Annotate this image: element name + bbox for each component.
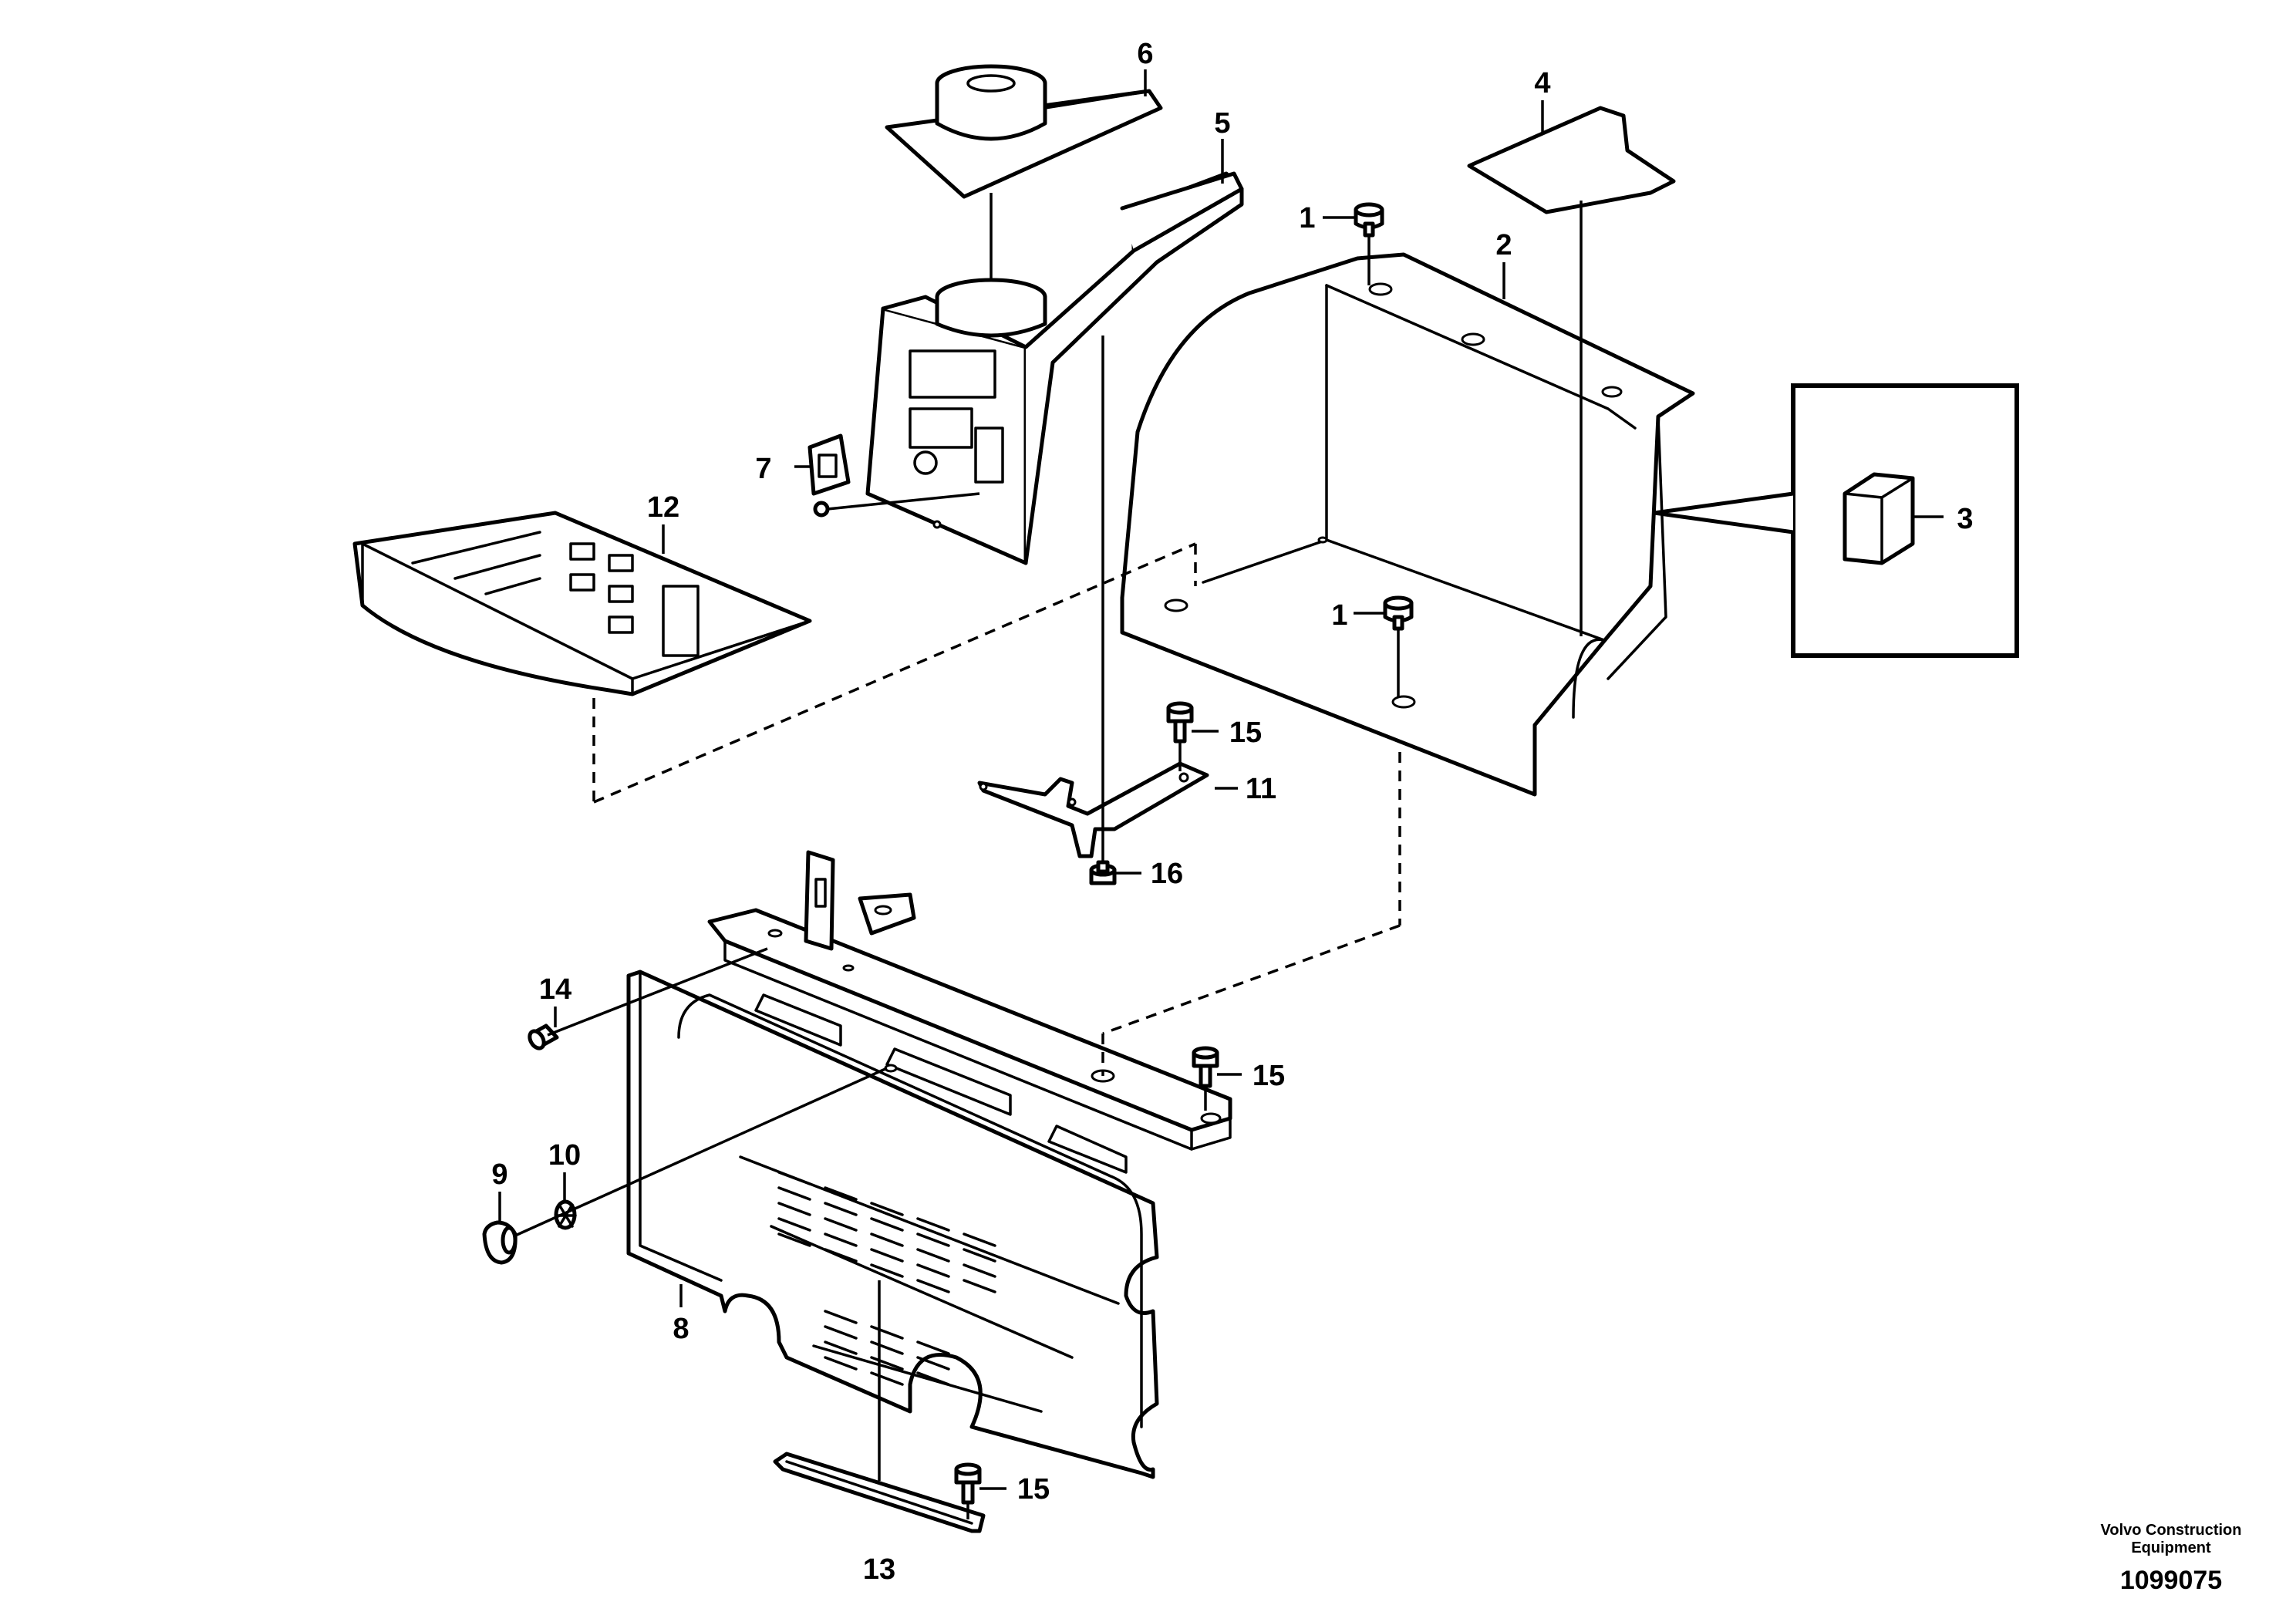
part-1-knob-upper [1354, 202, 1384, 238]
callout-2: 2 [1495, 229, 1512, 261]
part-7-switch [807, 433, 980, 518]
callout-4: 4 [1534, 67, 1550, 99]
callout-14: 14 [539, 973, 571, 1006]
footer: Volvo Construction Equipment 1099075 [2101, 1522, 2242, 1595]
part-4-plate [1467, 106, 1676, 214]
callout-12: 12 [647, 491, 679, 524]
callout-5: 5 [1214, 107, 1230, 140]
footer-drawing-number: 1099075 [2120, 1566, 2222, 1595]
footer-company-line1: Volvo Construction [2101, 1522, 2242, 1539]
callout-13: 13 [863, 1553, 895, 1586]
callout-15-middle: 15 [1253, 1060, 1285, 1092]
part-9-knob [482, 1220, 518, 1265]
part-1-knob-lower [1383, 595, 1414, 631]
vent-slots-upper [777, 1171, 996, 1293]
callout-6: 6 [1137, 38, 1153, 70]
part-15-bolt-b [1192, 1046, 1219, 1088]
part-15-bolt-a [1166, 701, 1194, 744]
part-8-side-panel [626, 969, 1159, 1479]
part-16-bolt [1089, 860, 1117, 885]
callout-15-lower: 15 [1017, 1473, 1050, 1506]
callout-labels: 1 1 2 3 4 5 6 7 8 9 10 11 12 13 14 15 15… [491, 38, 1973, 1586]
part-6-top-cover [885, 64, 1163, 199]
callout-11: 11 [1246, 773, 1276, 805]
callout-10: 10 [548, 1139, 581, 1172]
frame-rail [707, 850, 1232, 1151]
callout-16: 16 [1151, 858, 1183, 890]
callout-1-upper: 1 [1299, 202, 1315, 234]
callout-8: 8 [673, 1313, 689, 1345]
part-2-housing [1120, 252, 1695, 797]
part-5-console-panel [865, 171, 1244, 565]
part-13-trim-strip [773, 1452, 986, 1533]
callout-7: 7 [755, 453, 771, 485]
leader-lines [514, 193, 1583, 1519]
callout-9: 9 [491, 1158, 507, 1191]
part-10-washer [554, 1199, 577, 1230]
callout-15-upper: 15 [1229, 717, 1262, 749]
part-15-bolt-c [954, 1462, 982, 1505]
part-3-detail-box [1652, 383, 2019, 658]
part-14-bolt [528, 1023, 559, 1050]
callout-3: 3 [1957, 503, 1973, 535]
footer-company-line2: Equipment [2131, 1539, 2211, 1556]
callout-leaders [498, 69, 1944, 1490]
vent-slots-lower [824, 1310, 950, 1386]
part-11-bracket [977, 761, 1209, 858]
callout-1-lower: 1 [1331, 599, 1347, 632]
part-12-floor-mat [352, 511, 812, 696]
